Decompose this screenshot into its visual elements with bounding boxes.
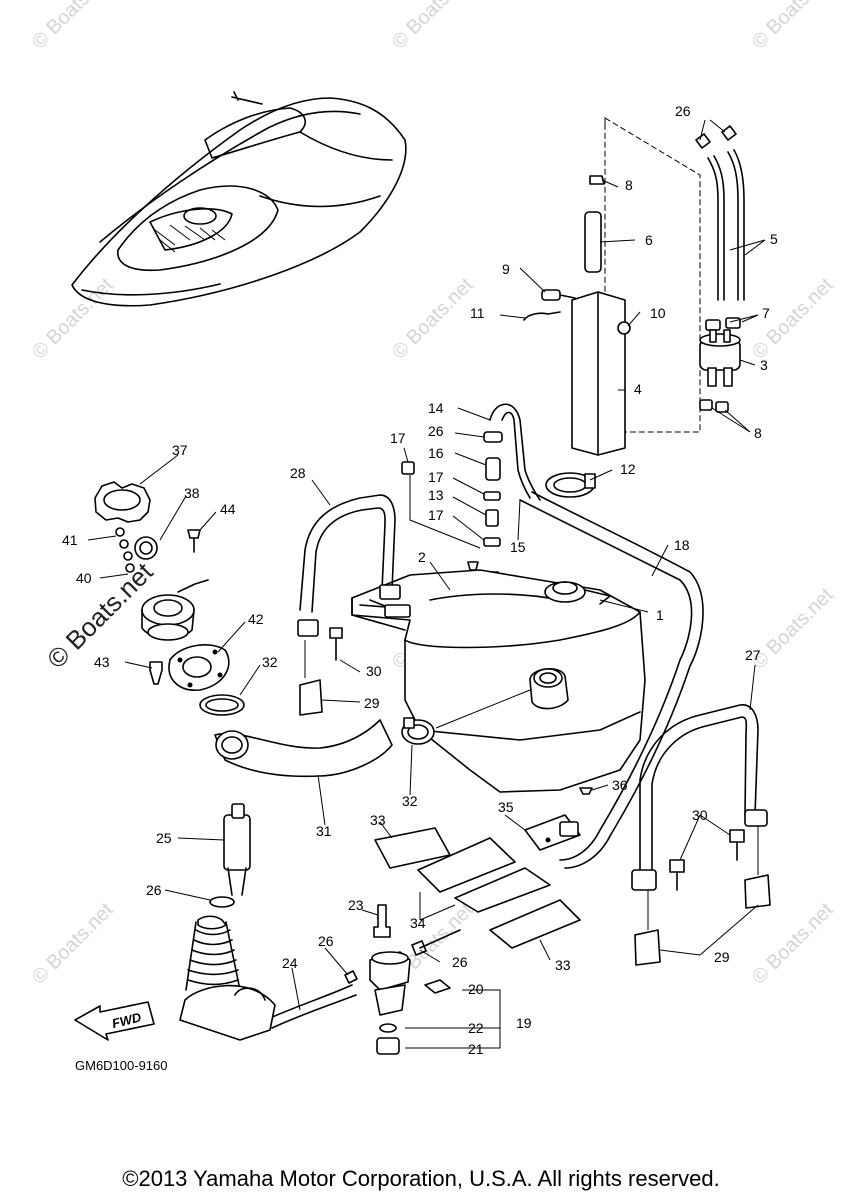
filler-cap-assembly xyxy=(94,481,531,778)
callout-22: 22 xyxy=(468,1020,484,1036)
callout-38: 38 xyxy=(184,485,200,501)
fuel-tank-exploded-diagram: © Boats.net © Boats.net © Boats.net © Bo… xyxy=(28,0,838,1073)
watermark-text: © Boats.net xyxy=(748,0,838,54)
callout-17c: 17 xyxy=(428,507,444,523)
callout-19: 19 xyxy=(516,1015,532,1031)
callout-32b: 32 xyxy=(402,793,418,809)
callout-23: 23 xyxy=(348,897,364,913)
callout-40: 40 xyxy=(76,570,92,586)
callout-27: 27 xyxy=(745,647,761,663)
watermark-text: © Boats.net xyxy=(28,899,118,989)
callout-18: 18 xyxy=(674,537,690,553)
callout-34: 34 xyxy=(410,915,426,931)
watermark-text: © Boats.net xyxy=(748,584,838,674)
forward-label: FWD xyxy=(110,1009,143,1031)
callout-30: 30 xyxy=(366,663,382,679)
watermark-text: © Boats.net xyxy=(388,274,478,364)
callout-29b: 29 xyxy=(714,949,730,965)
callout-35: 35 xyxy=(498,799,514,815)
callout-8: 8 xyxy=(625,177,633,193)
callout-43: 43 xyxy=(94,654,110,670)
fuel-tank xyxy=(351,491,704,869)
callout-2: 2 xyxy=(418,549,426,565)
callout-10: 10 xyxy=(650,305,666,321)
callout-4: 4 xyxy=(634,381,642,397)
watermark-text: © Boats.net xyxy=(28,0,118,54)
fuel-filter-assembly xyxy=(179,803,501,1055)
tank-strap-right xyxy=(631,704,771,966)
callout-7: 7 xyxy=(762,305,770,321)
forward-arrow: FWD xyxy=(74,1001,155,1041)
callout-3: 3 xyxy=(760,357,768,373)
callout-11: 11 xyxy=(470,305,485,321)
callout-21: 21 xyxy=(468,1041,484,1057)
callout-41: 41 xyxy=(62,532,78,548)
callout-14: 14 xyxy=(428,400,444,416)
callout-37: 37 xyxy=(172,442,188,458)
callout-labels: 1 2 3 4 5 6 7 8 8 9 10 11 12 13 14 15 16… xyxy=(62,103,778,1057)
leader-lines xyxy=(87,119,766,1011)
callout-44: 44 xyxy=(220,501,236,517)
diagram-code: GM6D100-9160 xyxy=(75,1058,168,1073)
callout-26c: 26 xyxy=(146,882,162,898)
callout-5: 5 xyxy=(770,231,778,247)
callout-17: 17 xyxy=(390,430,406,446)
callout-28: 28 xyxy=(290,465,306,481)
watermark-text: © Boats.net xyxy=(748,899,838,989)
callout-6: 6 xyxy=(645,232,653,248)
callout-8b: 8 xyxy=(754,425,762,441)
watercraft-overview xyxy=(71,91,407,307)
callout-26: 26 xyxy=(675,103,691,119)
callout-31: 31 xyxy=(316,823,332,839)
watermark-text: © Boats.net xyxy=(388,0,478,54)
tank-mats xyxy=(374,827,581,949)
callout-17b: 17 xyxy=(428,469,444,485)
callout-29: 29 xyxy=(364,695,380,711)
callout-33: 33 xyxy=(370,812,386,828)
callout-26b: 26 xyxy=(428,423,444,439)
callout-25: 25 xyxy=(156,830,172,846)
callout-20: 20 xyxy=(468,981,484,997)
callout-13: 13 xyxy=(428,487,444,503)
tank-strap-left xyxy=(297,494,401,716)
callout-33b: 33 xyxy=(555,957,571,973)
callout-12: 12 xyxy=(620,461,636,477)
callout-9: 9 xyxy=(502,261,510,277)
callout-1: 1 xyxy=(656,607,664,623)
callout-30b: 30 xyxy=(692,807,708,823)
callout-26d: 26 xyxy=(318,933,334,949)
callout-24: 24 xyxy=(282,955,298,971)
vent-hose-assembly xyxy=(523,117,745,498)
callout-26e: 26 xyxy=(452,954,468,970)
copyright-footer: ©2013 Yamaha Motor Corporation, U.S.A. A… xyxy=(122,1166,720,1191)
callout-15: 15 xyxy=(510,539,526,555)
callout-32: 32 xyxy=(262,654,278,670)
callout-36: 36 xyxy=(612,777,628,793)
callout-16: 16 xyxy=(428,445,444,461)
callout-42: 42 xyxy=(248,611,264,627)
